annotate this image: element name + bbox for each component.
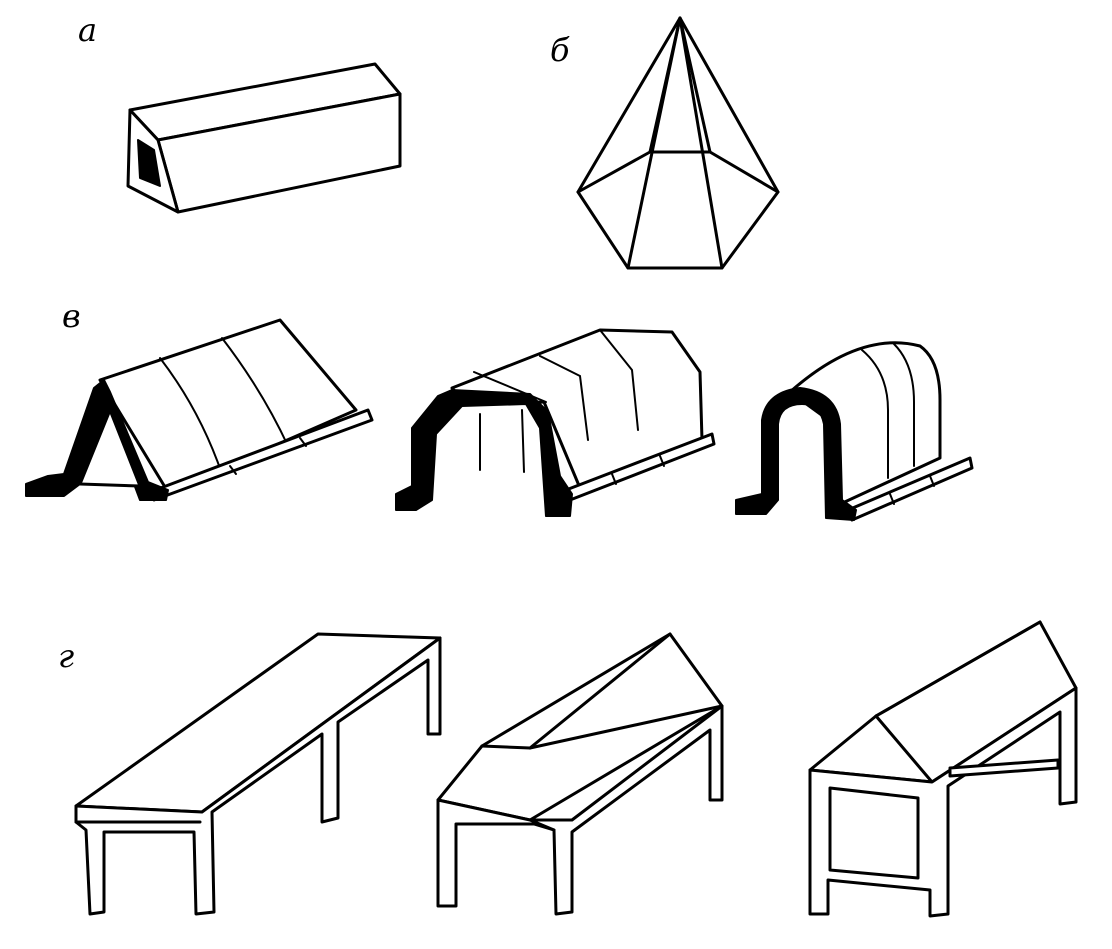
figure-v-round-shell (735, 341, 974, 522)
label-b: б (550, 31, 570, 69)
label-a: а (78, 11, 98, 49)
figure-v-triangle-shell (25, 318, 374, 502)
figure-b-pyramid (576, 16, 780, 270)
figure-g-pitched-frame (808, 620, 1078, 918)
figure-g-flat-frame (74, 632, 442, 916)
figure-a-block (126, 62, 402, 214)
figure-g-gable-frame (436, 632, 724, 916)
label-v: в (62, 297, 81, 335)
label-g: г (58, 637, 75, 675)
figure-v-polygon-shell (395, 328, 716, 517)
